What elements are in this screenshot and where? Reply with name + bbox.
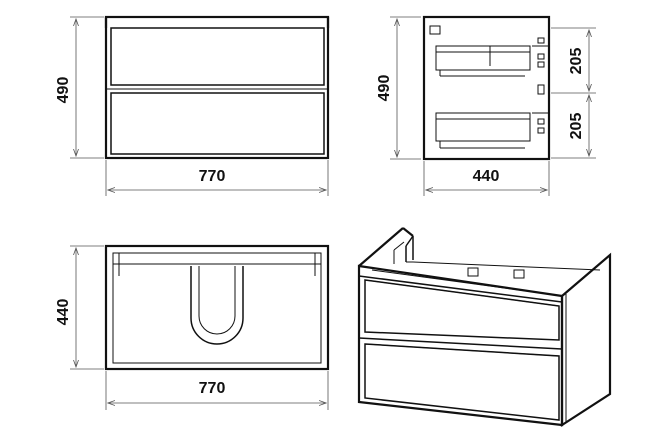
- top-view: 440 770: [55, 244, 330, 410]
- side-depth-label: 440: [473, 168, 500, 185]
- front-upper-drawer: [110, 27, 325, 86]
- side-height-label: 490: [376, 75, 393, 102]
- iso-rail-hardware-left: [467, 267, 479, 277]
- iso-rail-hardware-right: [513, 269, 525, 279]
- front-lower-drawer: [110, 92, 325, 155]
- isometric-view: [357, 227, 612, 428]
- front-height-label: 490: [55, 77, 72, 104]
- top-width-label: 770: [199, 380, 226, 397]
- siphon-cutout: [190, 266, 244, 345]
- drawer-upper-height-label: 205: [568, 48, 585, 75]
- drawer-lower-height-label: 205: [568, 113, 585, 140]
- top-depth-label: 440: [55, 299, 72, 326]
- side-hinge-hardware: [532, 37, 548, 134]
- iso-lower-drawer: [364, 343, 560, 421]
- front-view: 490 770: [55, 15, 330, 196]
- side-view: 490 440 205 205: [376, 15, 596, 196]
- side-upper-drawer: [435, 45, 531, 71]
- side-detail-tab: [429, 25, 441, 35]
- side-lower-drawer: [435, 112, 531, 142]
- front-width-label: 770: [199, 168, 226, 185]
